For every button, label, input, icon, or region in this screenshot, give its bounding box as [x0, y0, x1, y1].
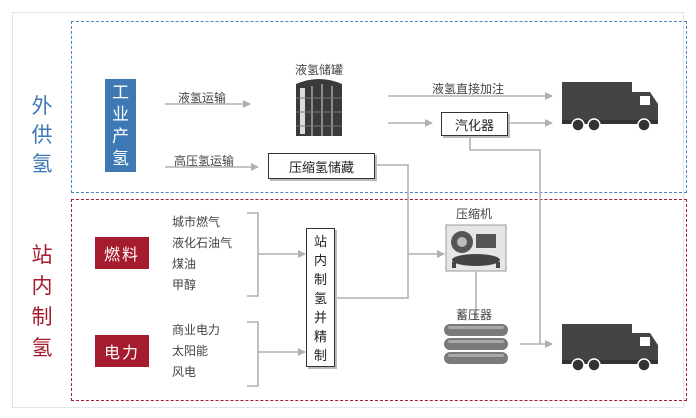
accumulator-icon — [444, 324, 508, 364]
line-vaporizer-to-bottom — [469, 135, 541, 344]
fuel-bracket — [247, 212, 259, 297]
power-bracket — [247, 321, 259, 387]
outer-frame — [12, 12, 684, 408]
fuel-item: 城市燃气 — [172, 215, 221, 229]
line-production-to-compressor — [335, 254, 409, 299]
fuel-item: 液化石油气 — [172, 236, 233, 250]
compressor-icon — [445, 224, 507, 272]
liquid-tank-label: 液氢储罐 — [295, 63, 344, 77]
liquid-transport-label: 液氢运输 — [178, 91, 227, 105]
compressed-storage-label: 压缩氢储藏 — [288, 160, 354, 176]
fuel-tag: 燃料 — [95, 237, 149, 269]
fuel-tag-label: 燃料 — [103, 245, 140, 264]
power-item: 太阳能 — [172, 344, 209, 358]
external-supply-region — [71, 21, 687, 193]
compressed-storage-box: 压缩氢储藏 — [268, 153, 375, 179]
onsite-production-heading: 站内制氢 — [31, 243, 53, 360]
power-tag-label: 电力 — [103, 343, 140, 362]
power-tag: 电力 — [95, 335, 149, 367]
onsite-production-label: 站内制氢并精制 — [313, 235, 327, 364]
power-item: 风电 — [172, 365, 197, 379]
fuel-item: 甲醇 — [172, 278, 197, 292]
industrial-hydrogen-box: 工业产氢 — [105, 79, 136, 172]
truck-icon-bottom — [562, 324, 658, 372]
line-storage-to-compressor — [375, 164, 409, 254]
compressor-label: 压缩机 — [456, 207, 493, 221]
direct-fill-label: 液氢直接加注 — [432, 82, 505, 96]
external-supply-heading: 外供氢 — [31, 94, 53, 176]
fuel-item: 煤油 — [172, 257, 197, 271]
fuel-source-list: 城市燃气 液化石油气 煤油 甲醇 — [172, 212, 232, 296]
accumulator-label: 蓄压器 — [456, 308, 493, 322]
truck-icon-top — [562, 82, 658, 132]
power-source-list: 商业电力 太阳能 风电 — [172, 320, 220, 383]
liquid-tank-icon — [296, 79, 342, 136]
industrial-hydrogen-label: 工业产氢 — [112, 82, 129, 169]
vaporizer-box: 汽化器 — [441, 112, 508, 136]
vaporizer-label: 汽化器 — [454, 118, 494, 134]
onsite-production-region — [71, 199, 687, 401]
power-item: 商业电力 — [172, 323, 221, 337]
hp-transport-label: 高压氢运输 — [174, 154, 235, 168]
onsite-production-box: 站内制氢并精制 — [306, 228, 335, 367]
